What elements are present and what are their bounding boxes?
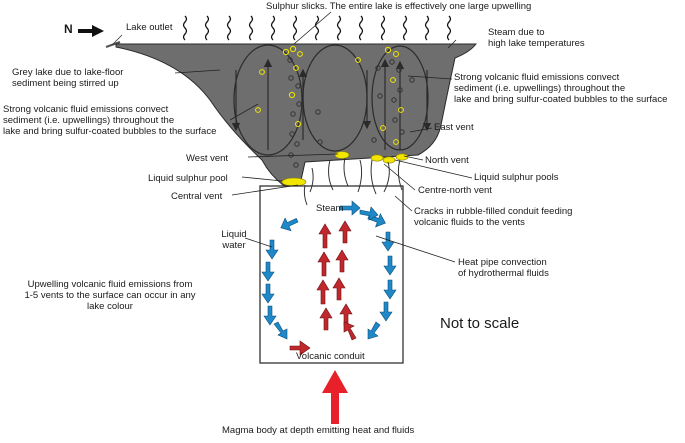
wavy-line-icon bbox=[336, 15, 342, 41]
leader-lines bbox=[174, 11, 473, 263]
sulphur-pool-1 bbox=[370, 154, 384, 162]
wavy-line-icon bbox=[314, 15, 320, 41]
heat-pipe-label: Heat pipe convection of hydrothermal flu… bbox=[458, 257, 549, 279]
lake-outlet-label: Lake outlet bbox=[126, 22, 173, 33]
wavy-line-icon bbox=[446, 15, 452, 41]
liquid-sulphur-pools-label: Liquid sulphur pools bbox=[474, 172, 559, 183]
north-label: N bbox=[64, 22, 73, 36]
central-vent-label: Central vent bbox=[171, 191, 223, 202]
strong-emissions-left-label: Strong volcanic fluid emissions convect … bbox=[3, 104, 217, 137]
lake-convection-loops bbox=[231, 44, 432, 156]
not-to-scale-label: Not to scale bbox=[440, 315, 520, 332]
steam-arrows bbox=[289, 220, 357, 356]
upwelling-note-label: Upwelling volcanic fluid emissions from … bbox=[24, 279, 196, 312]
lake-outlet-leader bbox=[111, 34, 123, 46]
west-vent-label: West vent bbox=[186, 153, 229, 164]
wavy-line-icon bbox=[204, 15, 210, 41]
magma-label: Magma body at depth emitting heat and fl… bbox=[222, 425, 415, 436]
strong-emissions-right-label: Strong volcanic fluid emissions convect … bbox=[454, 72, 668, 105]
steam-label: Steam bbox=[316, 203, 344, 214]
east-vent-label: East vent bbox=[434, 122, 474, 133]
magma-heat-arrow bbox=[322, 370, 348, 424]
wavy-line-icon bbox=[182, 15, 188, 41]
volcanic-conduit-label: Volcanic conduit bbox=[296, 351, 365, 362]
convection-loop-left bbox=[233, 44, 303, 156]
crater-lake bbox=[115, 43, 478, 186]
sulphur-coated-bubbles bbox=[255, 45, 415, 168]
liquid-water-arrows bbox=[261, 200, 397, 340]
grey-lake-label: Grey lake due to lake-floor sediment bei… bbox=[12, 67, 124, 89]
sulphur-pool-central bbox=[281, 177, 307, 187]
right-arrow-icon bbox=[78, 25, 104, 37]
wavy-line-icon bbox=[402, 15, 408, 41]
wavy-line-icon bbox=[358, 15, 364, 41]
wavy-line-icon bbox=[270, 15, 276, 41]
cracks-label: Cracks in rubble-filled conduit feeding … bbox=[414, 206, 573, 228]
north-vent-label: North vent bbox=[425, 155, 469, 166]
sulphur-pool-3 bbox=[395, 153, 409, 161]
wavy-line-icon bbox=[424, 15, 430, 41]
steam-wisps bbox=[182, 15, 452, 41]
wavy-line-icon bbox=[292, 15, 298, 41]
centre-north-vent-label: Centre-north vent bbox=[418, 185, 492, 196]
wavy-line-icon bbox=[248, 15, 254, 41]
liquid-water-label: Liquid water bbox=[221, 229, 247, 251]
liquid-sulphur-pool-label: Liquid sulphur pool bbox=[148, 173, 228, 184]
wavy-line-icon bbox=[380, 15, 386, 41]
wavy-line-icon bbox=[226, 15, 232, 41]
sulphur-pool-2 bbox=[382, 156, 396, 164]
sulphur-slicks-label: Sulphur slicks. The entire lake is effec… bbox=[266, 1, 532, 12]
steam-high-temp-label: Steam due to high lake temperatures bbox=[488, 27, 585, 49]
conduit-cracks bbox=[303, 157, 403, 206]
sulphur-pool-west bbox=[334, 151, 350, 159]
